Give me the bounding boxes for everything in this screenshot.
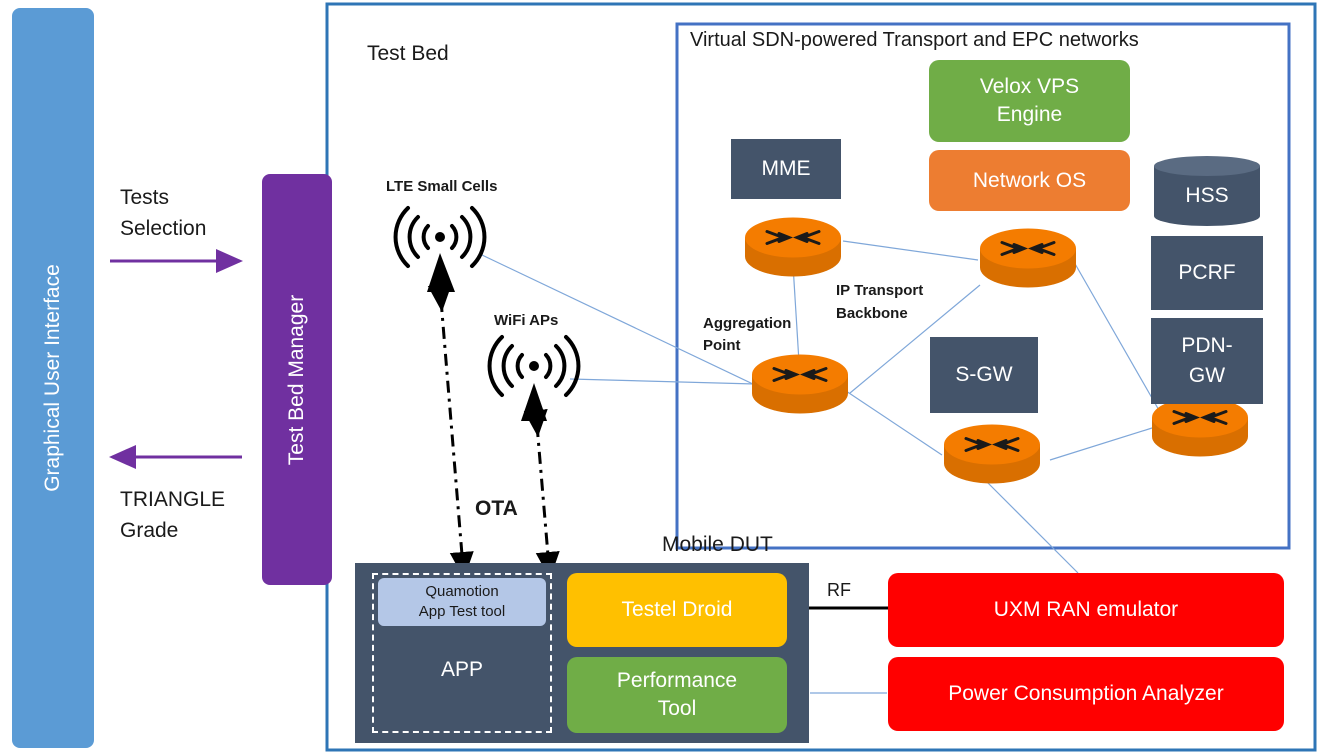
pdn-gw-node: PDN- GW xyxy=(1151,318,1263,404)
test-bed-manager-label: Test Bed Manager xyxy=(285,294,308,465)
test-bed-manager: Test Bed Manager xyxy=(262,174,332,585)
hss-database-icon xyxy=(1154,156,1260,226)
tests-selection-line2: Selection xyxy=(120,217,207,240)
gui-bar-label: Graphical User Interface xyxy=(41,264,65,492)
triangle-grade-line2: Grade xyxy=(120,519,179,542)
ota-arrow-wifi xyxy=(523,409,560,579)
aggregation-line1: Aggregation xyxy=(703,315,792,332)
performance-line2: Tool xyxy=(657,697,697,720)
ip-transport-line2: Backbone xyxy=(836,305,908,322)
wifi-antenna-icon xyxy=(487,335,581,421)
s-gw-node: S-GW xyxy=(930,337,1038,413)
network-links xyxy=(481,240,1161,694)
quamotion-line1: Quamotion xyxy=(425,583,499,600)
network-os: Network OS xyxy=(929,150,1130,211)
power-consumption-analyzer: Power Consumption Analyzer xyxy=(888,657,1284,731)
velox-vps-engine: Velox VPS Engine xyxy=(929,60,1130,142)
mme-node: MME xyxy=(731,139,841,199)
quamotion-tool: Quamotion App Test tool xyxy=(378,578,546,626)
epc-network-title: Virtual SDN-powered Transport and EPC ne… xyxy=(690,29,1139,51)
app-dashed-frame xyxy=(372,573,552,733)
performance-tool: Performance Tool xyxy=(567,657,787,733)
quamotion-line2: App Test tool xyxy=(418,603,506,620)
velox-line1: Velox VPS xyxy=(979,75,1080,98)
router-aggregation-icon xyxy=(752,354,848,414)
app-label: APP xyxy=(440,658,484,681)
tests-selection-label: Tests Selection xyxy=(120,182,206,244)
rf-label: RF xyxy=(827,580,851,600)
ota-arrow-lte xyxy=(427,284,474,579)
aggregation-point-label: Aggregation Point xyxy=(703,313,791,357)
ip-transport-line1: IP Transport xyxy=(836,282,924,299)
pdn-gw-line2: GW xyxy=(1188,364,1226,387)
testel-droid: Testel Droid xyxy=(567,573,787,647)
router-pdn-icon xyxy=(1152,397,1248,457)
lte-small-cells-label: LTE Small Cells xyxy=(386,178,498,195)
router-mme-icon xyxy=(745,217,841,277)
wifi-aps-label: WiFi APs xyxy=(494,312,559,329)
triangle-grade-label: TRIANGLE Grade xyxy=(120,484,225,546)
pdn-gw-line1: PDN- xyxy=(1181,334,1233,357)
lte-antenna-icon xyxy=(393,206,487,292)
hss-label: HSS xyxy=(1185,184,1229,207)
router-sgw-icon xyxy=(944,424,1040,484)
tests-selection-line1: Tests xyxy=(120,186,170,209)
pcrf-node: PCRF xyxy=(1151,236,1263,310)
test-bed-label: Test Bed xyxy=(367,42,449,65)
ota-label: OTA xyxy=(475,497,518,520)
mobile-dut-label: Mobile DUT xyxy=(662,533,773,556)
performance-line1: Performance xyxy=(616,669,738,692)
velox-line2: Engine xyxy=(996,103,1063,126)
epc-network-border xyxy=(675,22,1291,550)
ip-transport-label: IP Transport Backbone xyxy=(836,279,923,325)
uxm-ran-emulator: UXM RAN emulator xyxy=(888,573,1284,647)
gui-bar: Graphical User Interface xyxy=(12,8,94,748)
triangle-grade-line1: TRIANGLE xyxy=(120,488,226,511)
aggregation-line2: Point xyxy=(703,337,741,354)
router-core-icon xyxy=(980,228,1076,288)
